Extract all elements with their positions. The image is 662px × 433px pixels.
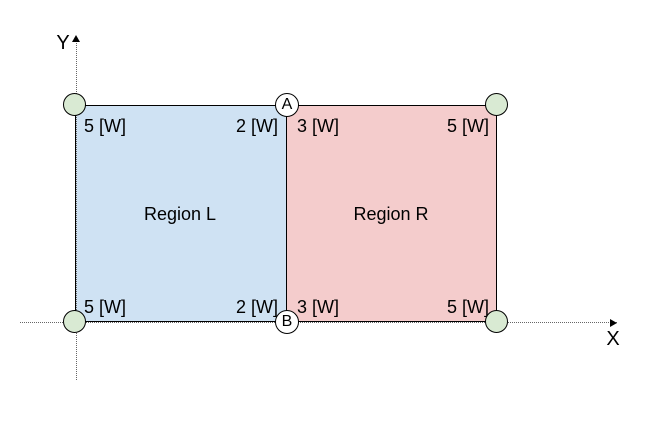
power-label-l-bottom-right: 2 [W]: [235, 297, 278, 317]
power-label-l-top-right: 2 [W]: [235, 116, 278, 136]
region-r-rect: [286, 105, 497, 322]
x-axis-arrow-icon: [610, 319, 617, 327]
corner-marker-origin: [63, 310, 86, 333]
x-axis-line: [20, 322, 617, 323]
corner-marker-top-right: [485, 93, 508, 116]
corner-marker-top-left: [63, 93, 86, 116]
region-l-title: Region L: [143, 204, 217, 224]
y-axis-label: Y: [56, 32, 70, 54]
power-label-l-bottom-left: 5 [W]: [84, 297, 127, 317]
node-a: A: [275, 93, 299, 117]
power-label-r-bottom-left: 3 [W]: [297, 297, 340, 317]
power-label-r-bottom-right: 5 [W]: [446, 297, 489, 317]
power-label-l-top-left: 5 [W]: [84, 116, 127, 136]
region-l-rect: [75, 105, 288, 322]
region-r-title: Region R: [353, 204, 429, 224]
corner-marker-bottom-right: [485, 310, 508, 333]
y-axis-arrow-icon: [72, 35, 80, 42]
x-axis-label: X: [606, 328, 620, 350]
node-b: B: [275, 310, 299, 334]
y-axis-line: [76, 40, 77, 380]
power-label-r-top-right: 5 [W]: [446, 116, 489, 136]
power-label-r-top-left: 3 [W]: [297, 116, 340, 136]
